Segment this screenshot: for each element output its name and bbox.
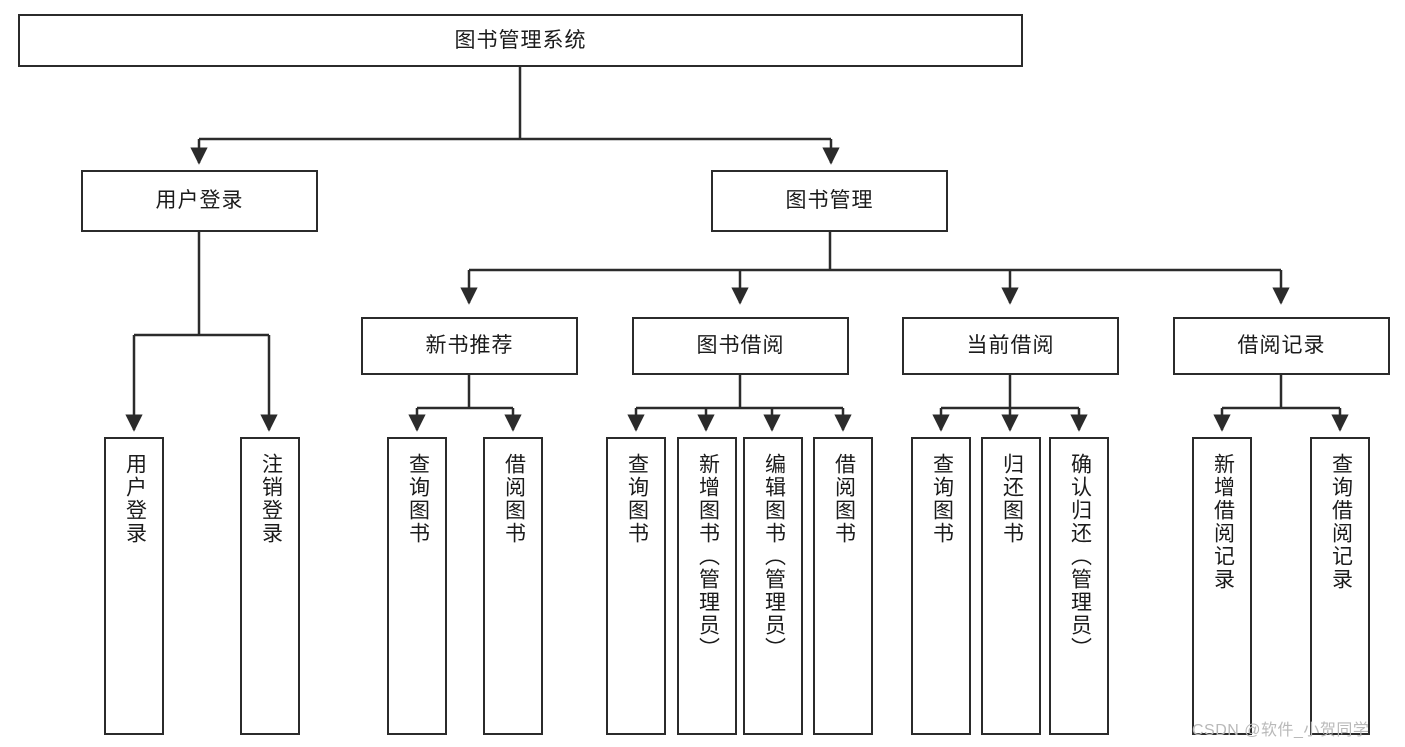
node-label: 借阅图书 bbox=[832, 453, 856, 545]
node-label: 查询借阅记录 bbox=[1329, 453, 1353, 591]
node-label: 确认归还（管理员） bbox=[1068, 453, 1092, 660]
node-book-borrow[interactable]: 图书借阅 bbox=[632, 317, 849, 375]
node-user-login[interactable]: 用户登录 bbox=[81, 170, 318, 232]
node-label: 归还图书 bbox=[1000, 453, 1024, 545]
node-label: 查询图书 bbox=[625, 453, 649, 545]
node-label: 查询图书 bbox=[930, 453, 954, 545]
node-label: 借阅记录 bbox=[1237, 334, 1326, 358]
node-label: 用户登录 bbox=[123, 453, 147, 545]
leaf-borrow-record-add-record[interactable]: 新增借阅记录 bbox=[1192, 437, 1252, 735]
leaf-new-book-query-book[interactable]: 查询图书 bbox=[387, 437, 447, 735]
csdn-watermark: CSDN @软件_小贺同学 bbox=[1192, 716, 1369, 740]
node-borrow-record[interactable]: 借阅记录 bbox=[1173, 317, 1390, 375]
leaf-book-borrow-borrow-book[interactable]: 借阅图书 bbox=[813, 437, 873, 735]
leaf-current-borrow-confirm-return-admin[interactable]: 确认归还（管理员） bbox=[1049, 437, 1109, 735]
node-root-book-management-system[interactable]: 图书管理系统 bbox=[18, 14, 1023, 67]
node-book-management[interactable]: 图书管理 bbox=[711, 170, 948, 232]
node-label: 用户登录 bbox=[155, 189, 244, 213]
node-label: 新增图书（管理员） bbox=[696, 453, 720, 660]
node-label: 当前借阅 bbox=[966, 334, 1055, 358]
node-label: 图书借阅 bbox=[696, 334, 785, 358]
node-label: 注销登录 bbox=[259, 453, 283, 545]
node-new-book-recommend[interactable]: 新书推荐 bbox=[361, 317, 578, 375]
node-label: 新增借阅记录 bbox=[1211, 453, 1235, 591]
node-current-borrow[interactable]: 当前借阅 bbox=[902, 317, 1119, 375]
leaf-book-borrow-edit-book-admin[interactable]: 编辑图书（管理员） bbox=[743, 437, 803, 735]
leaf-new-book-borrow-book[interactable]: 借阅图书 bbox=[483, 437, 543, 735]
leaf-user-login-logout[interactable]: 注销登录 bbox=[240, 437, 300, 735]
node-label: 新书推荐 bbox=[425, 334, 514, 358]
node-label: 编辑图书（管理员） bbox=[762, 453, 786, 660]
node-label: 借阅图书 bbox=[502, 453, 526, 545]
leaf-user-login-login[interactable]: 用户登录 bbox=[104, 437, 164, 735]
leaf-borrow-record-query-record[interactable]: 查询借阅记录 bbox=[1310, 437, 1370, 735]
node-label: 查询图书 bbox=[406, 453, 430, 545]
node-label: 图书管理系统 bbox=[454, 28, 587, 52]
watermark-text: CSDN @软件_小贺同学 bbox=[1192, 722, 1370, 739]
leaf-book-borrow-add-book-admin[interactable]: 新增图书（管理员） bbox=[677, 437, 737, 735]
leaf-book-borrow-query-book[interactable]: 查询图书 bbox=[606, 437, 666, 735]
node-label: 图书管理 bbox=[785, 189, 874, 213]
leaf-current-borrow-return-book[interactable]: 归还图书 bbox=[981, 437, 1041, 735]
leaf-current-borrow-query-book[interactable]: 查询图书 bbox=[911, 437, 971, 735]
